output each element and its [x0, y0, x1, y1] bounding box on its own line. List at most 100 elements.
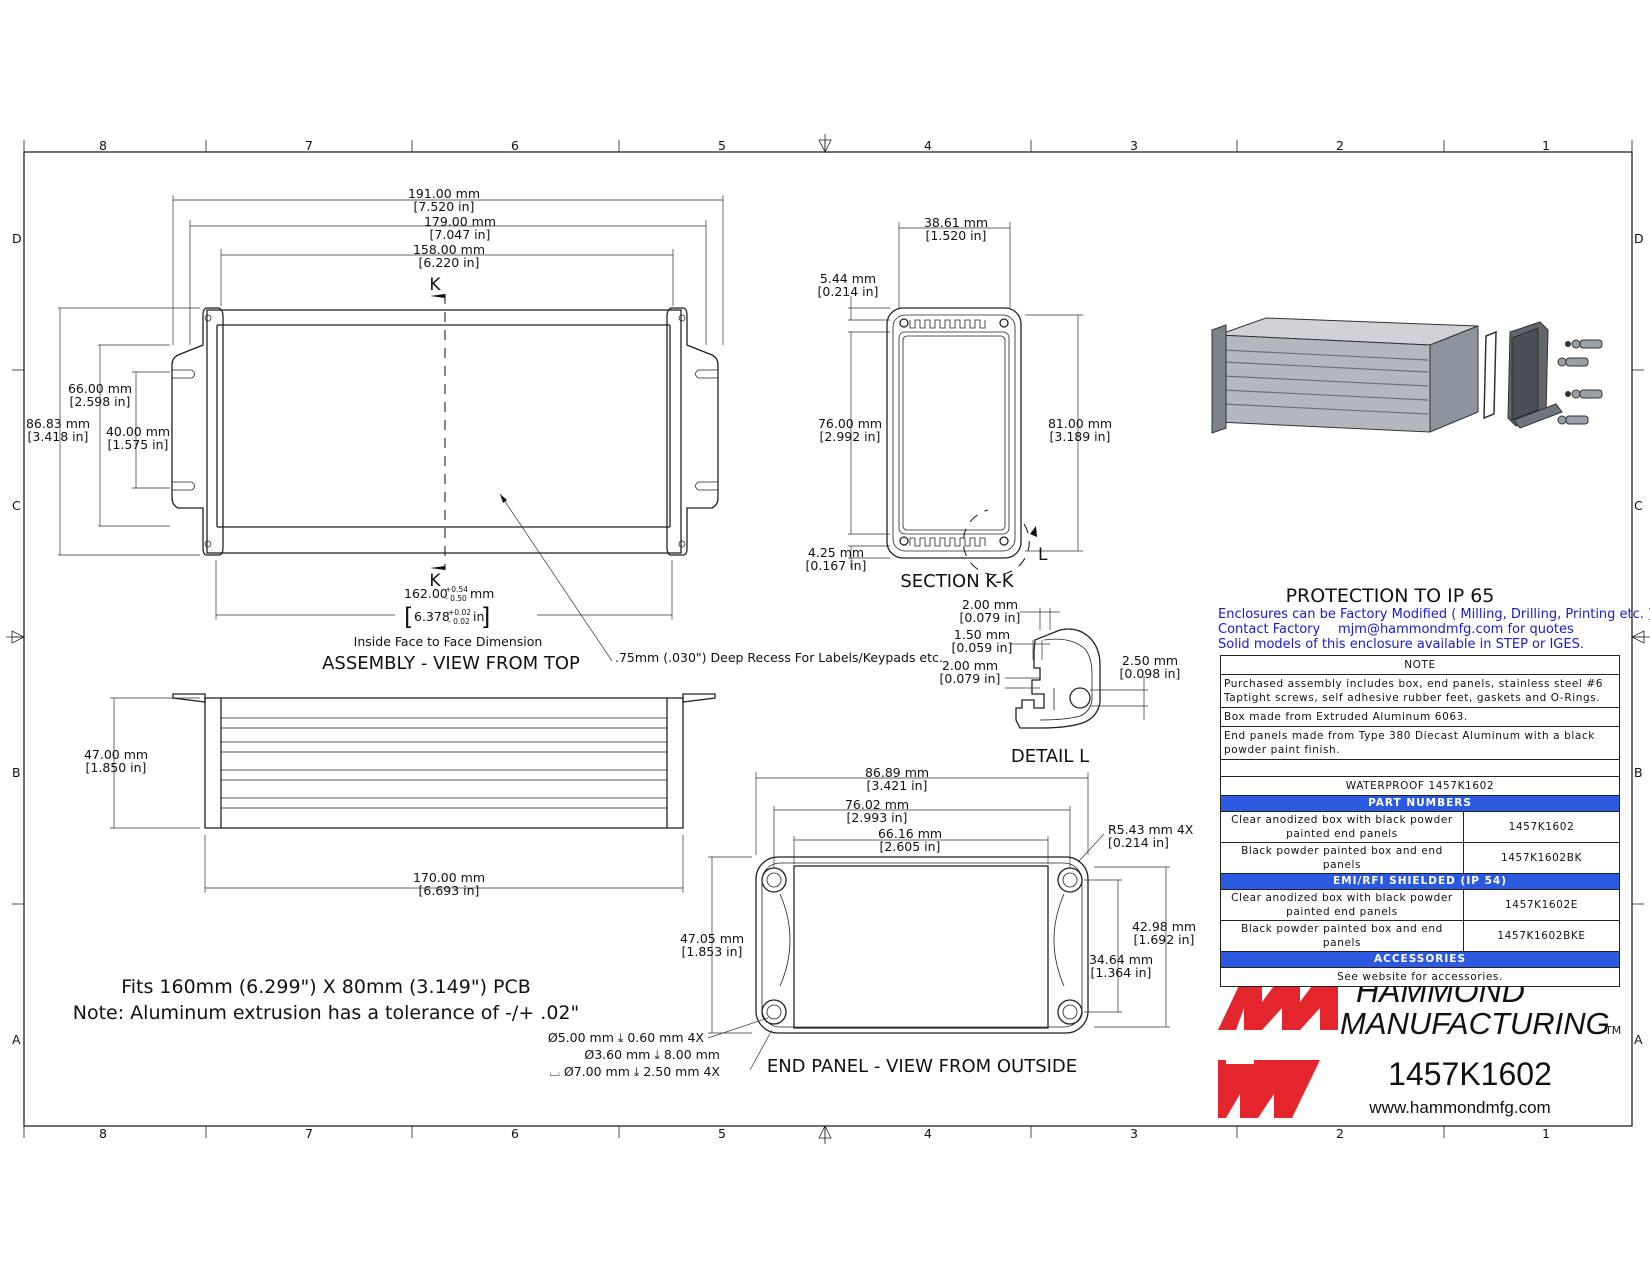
- top-height-mm: 86.83 mm: [26, 416, 90, 431]
- inside-unit-mm: mm: [470, 586, 494, 601]
- zone-row-left-b: B: [12, 765, 21, 780]
- section-mark-top: K: [429, 275, 441, 295]
- protection-title: PROTECTION TO IP 65: [1286, 585, 1495, 607]
- top-slot-outer-in: [2.598 in]: [70, 394, 131, 409]
- recess-note: .75mm (.030") Deep Recess For Labels/Key…: [615, 650, 943, 665]
- inside-bracket-l: [: [404, 603, 413, 631]
- end-hole-3: ⌴ Ø7.00 mm ⤓ 2.50 mm 4X: [550, 1064, 721, 1079]
- section-wall-top-mm: 5.44 mm: [820, 271, 876, 286]
- zone-row-left-d: D: [12, 231, 22, 246]
- section-wall-top-in: [0.214 in]: [818, 284, 879, 299]
- zone-col-top-6: 6: [511, 138, 519, 153]
- company-name-2: MANUFACTURING: [1340, 1006, 1610, 1041]
- detail-d1-in: [0.079 in]: [960, 610, 1021, 625]
- zone-row-right-a: A: [1634, 1032, 1643, 1047]
- zone-col-top-7: 7: [305, 138, 313, 153]
- zone-col-top-4: 4: [924, 138, 932, 153]
- waterproof-title: WATERPROOF 1457K1602: [1221, 777, 1619, 796]
- zone-col-bottom-8: 8: [99, 1126, 107, 1141]
- accessories-note: See website for accessories.: [1337, 971, 1503, 983]
- zone-col-bottom-4: 4: [924, 1126, 932, 1141]
- end-hole-2: Ø3.60 mm ⤓ 8.00 mm: [584, 1047, 720, 1062]
- assembly-top-view: 191.00 mm [7.520 in] 179.00 mm [7.047 in…: [26, 186, 943, 674]
- end-w3-in: [2.605 in]: [880, 839, 941, 854]
- end-w3-mm: 66.16 mm: [878, 826, 942, 841]
- detail-title: DETAIL L: [1011, 746, 1089, 767]
- part-number: 1457K1602BK: [1500, 852, 1583, 864]
- detail-d2-mm: 1.50 mm: [954, 627, 1010, 642]
- end-w2-mm: 76.02 mm: [845, 797, 909, 812]
- top-body-in: [6.220 in]: [419, 255, 480, 270]
- title-part-number: 1457K1602: [1388, 1056, 1552, 1092]
- part-desc: Black powder painted box and end panels: [1221, 843, 1464, 873]
- zone-col-top-5: 5: [718, 138, 726, 153]
- zone-row-left-c: C: [12, 498, 21, 513]
- end-h2-in: [1.692 in]: [1134, 932, 1195, 947]
- inside-bracket-r: ]: [481, 603, 490, 631]
- zone-col-top-2: 2: [1336, 138, 1344, 153]
- protection-block: PROTECTION TO IP 65 Enclosures can be Fa…: [1218, 585, 1650, 652]
- zone-col-bottom-7: 7: [305, 1126, 313, 1141]
- detail-d2-in: [0.059 in]: [952, 640, 1013, 655]
- part-row: Clear anodized box with black powder pai…: [1221, 812, 1619, 843]
- end-h1-mm: 47.05 mm: [680, 931, 744, 946]
- inside-dim-mm: 162.00: [404, 586, 448, 601]
- detail-d3-mm: 2.00 mm: [942, 658, 998, 673]
- tolerance-note: Note: Aluminum extrusion has a tolerance…: [73, 1002, 580, 1024]
- protection-line-3: Solid models of this enclosure available…: [1218, 637, 1584, 652]
- protection-line-1: Enclosures can be Factory Modified ( Mil…: [1218, 607, 1650, 622]
- top-view-title: ASSEMBLY - VIEW FROM TOP: [322, 653, 580, 674]
- part-number: 1457K1602: [1508, 821, 1575, 833]
- inside-tol-minus: - 0.50: [445, 594, 467, 603]
- zone-col-top-8: 8: [99, 138, 107, 153]
- note-spacer: [1221, 760, 1619, 777]
- end-h2-mm: 42.98 mm: [1132, 919, 1196, 934]
- top-flange-mm: 179.00 mm: [424, 214, 496, 229]
- note-2: Box made from Extruded Aluminum 6063.: [1221, 708, 1619, 727]
- detail-view: 2.00 mm [0.079 in] 1.50 mm [0.059 in] 2.…: [940, 597, 1181, 767]
- note-1: Purchased assembly includes box, end pan…: [1221, 675, 1619, 708]
- drawing-frame: [6, 134, 1650, 1144]
- end-h1-in: [1.853 in]: [682, 944, 743, 959]
- pcb-notes: Fits 160mm (6.299") X 80mm (3.149") PCB …: [73, 976, 580, 1024]
- zone-row-right-c: C: [1634, 498, 1643, 513]
- section-title: SECTION K-K: [900, 571, 1014, 592]
- notes-table: NOTE Purchased assembly includes box, en…: [1220, 655, 1620, 987]
- section-width-mm: 38.61 mm: [924, 215, 988, 230]
- side-length-mm: 170.00 mm: [413, 870, 485, 885]
- end-h3-mm: 34.64 mm: [1089, 952, 1153, 967]
- inside-in-tol-plus: +0.02: [448, 608, 471, 617]
- section-inner-in: [2.992 in]: [820, 429, 881, 444]
- protection-contact: Contact Factory: [1218, 622, 1321, 637]
- detail-d1-mm: 2.00 mm: [962, 597, 1018, 612]
- part-desc: Black powder painted box and end panels: [1221, 921, 1464, 951]
- section-inner-mm: 76.00 mm: [818, 416, 882, 431]
- website-url: www.hammondmfg.com: [1368, 1098, 1550, 1117]
- emi-bar: EMI/RFI SHIELDED (IP 54): [1221, 874, 1619, 890]
- end-radius-mm: R5.43 mm 4X: [1108, 822, 1194, 837]
- zone-col-top-3: 3: [1130, 138, 1138, 153]
- top-slot-inner-in: [1.575 in]: [108, 437, 169, 452]
- detail-d4-in: [0.098 in]: [1120, 666, 1181, 681]
- section-width-in: [1.520 in]: [926, 228, 987, 243]
- part-number: 1457K1602BKE: [1497, 930, 1586, 942]
- inside-in-nominal: 6.378: [414, 609, 450, 624]
- part-row: Black powder painted box and end panels …: [1221, 843, 1619, 874]
- side-height-in: [1.850 in]: [86, 760, 147, 775]
- end-hole-1: Ø5.00 mm ⤓ 0.60 mm 4X: [548, 1030, 705, 1045]
- enclosure-isometric-illustration: [1211, 317, 1603, 434]
- zone-col-top-1: 1: [1542, 138, 1550, 153]
- detail-mark: L: [1038, 545, 1048, 565]
- top-slot-inner-mm: 40.00 mm: [106, 424, 170, 439]
- notes-header: NOTE: [1221, 656, 1619, 675]
- part-numbers-bar: PART NUMBERS: [1221, 796, 1619, 812]
- top-slot-outer-mm: 66.00 mm: [68, 381, 132, 396]
- zone-row-left-a: A: [12, 1032, 21, 1047]
- zone-col-bottom-6: 6: [511, 1126, 519, 1141]
- section-wall-bot-in: [0.167 in]: [806, 558, 867, 573]
- inside-in-tol-minus: - 0.02: [448, 617, 470, 626]
- top-overall-mm: 191.00 mm: [408, 186, 480, 201]
- side-height-mm: 47.00 mm: [84, 747, 148, 762]
- end-h3-in: [1.364 in]: [1091, 965, 1152, 980]
